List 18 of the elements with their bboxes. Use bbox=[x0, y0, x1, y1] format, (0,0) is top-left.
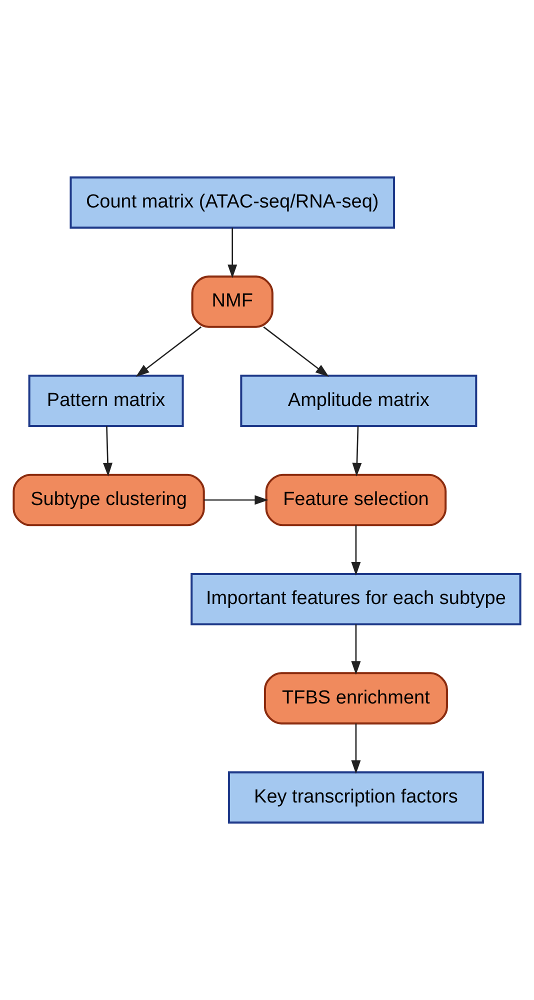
node-box: Important features for each subtype bbox=[190, 573, 522, 626]
node-box: Count matrix (ATAC-seq/RNA-seq) bbox=[70, 176, 395, 229]
node-box: Feature selection bbox=[265, 474, 447, 526]
node-box: Pattern matrix bbox=[28, 374, 184, 427]
arrow bbox=[352, 426, 362, 476]
arrow bbox=[263, 326, 329, 377]
node-box: Key transcription factors bbox=[228, 771, 484, 824]
arrow bbox=[351, 624, 361, 675]
arrow bbox=[351, 724, 361, 774]
node-box: Amplitude matrix bbox=[240, 374, 478, 427]
arrow bbox=[136, 326, 202, 377]
arrow bbox=[204, 495, 268, 505]
arrow bbox=[103, 426, 113, 476]
node-box: TFBS enrichment bbox=[264, 672, 448, 724]
arrow bbox=[228, 228, 238, 278]
node-box: Subtype clustering bbox=[12, 474, 205, 526]
arrow bbox=[351, 525, 361, 576]
node-box: NMF bbox=[191, 276, 274, 328]
